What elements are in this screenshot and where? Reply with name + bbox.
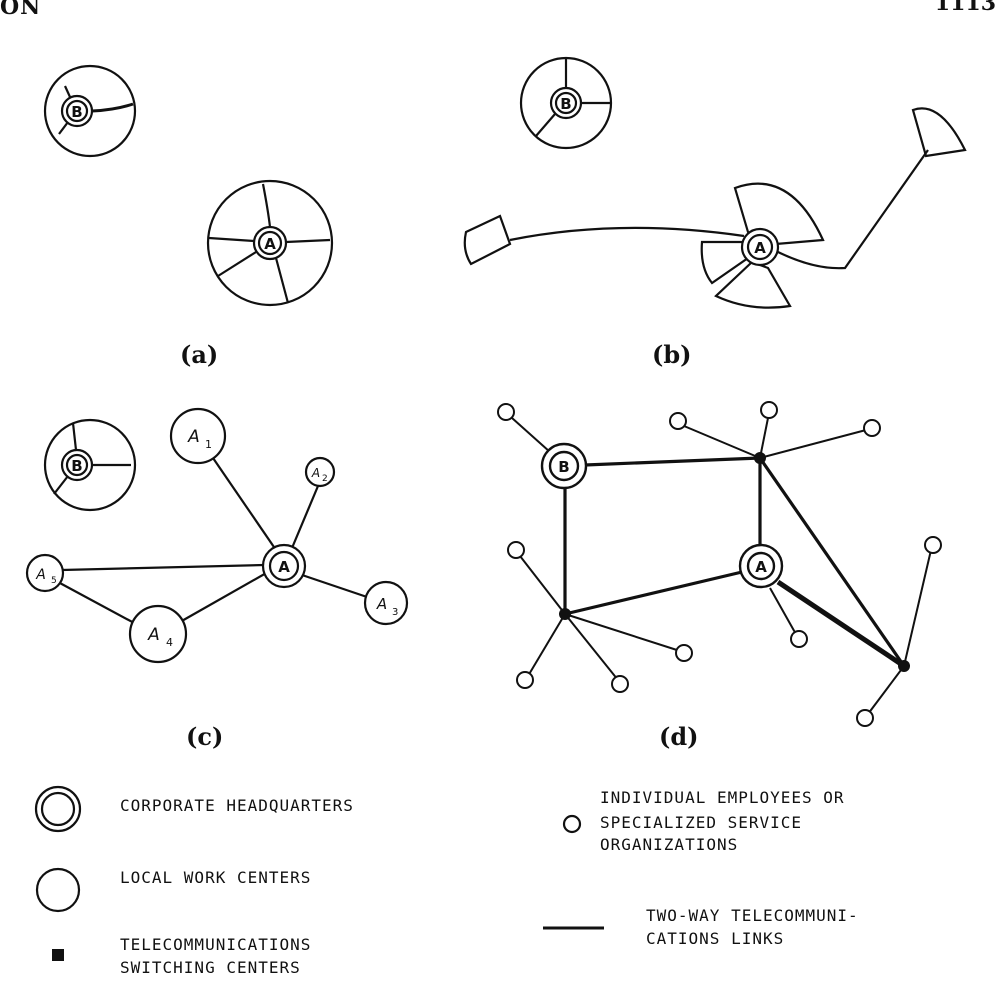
hq-b-c: B xyxy=(43,418,137,512)
hq-a-b: A xyxy=(463,107,967,309)
legend-links-label-1: TWO-WAY TELECOMMUNI- xyxy=(646,906,859,925)
legend-hq-label: CORPORATE HEADQUARTERS xyxy=(120,796,354,815)
hq-b-d: B xyxy=(540,442,588,490)
trunk-links xyxy=(563,456,906,669)
local-center-a3: A 3 xyxy=(363,580,409,626)
svg-text:A: A xyxy=(376,595,387,613)
hq-a-a-letter: A xyxy=(264,235,276,253)
hq-b-d-letter: B xyxy=(558,458,569,476)
panel-c-label: (c) xyxy=(186,722,224,751)
svg-text:A: A xyxy=(311,466,320,480)
remote-office-left xyxy=(463,214,512,266)
local-center-a4: A 4 xyxy=(128,604,188,664)
hq-b-a: B xyxy=(43,64,137,158)
panel-b: B A xyxy=(463,56,967,309)
legend-local-label: LOCAL WORK CENTERS xyxy=(120,868,312,887)
hq-b-c-letter: B xyxy=(71,457,82,475)
legend-switching-label-1: TELECOMMUNICATIONS xyxy=(120,935,312,954)
svg-text:5: 5 xyxy=(51,576,57,586)
switching-center-node xyxy=(754,452,766,464)
legend-links-label-2: CATIONS LINKS xyxy=(646,929,785,948)
remote-link-right xyxy=(777,149,929,270)
legend-switching-symbol xyxy=(52,949,64,961)
switching-centers xyxy=(559,452,910,672)
legend-employees-label-3: ORGANIZATIONS xyxy=(600,835,739,854)
hq-a-c-letter: A xyxy=(278,558,290,576)
legend-switching-label-2: SWITCHING CENTERS xyxy=(120,958,301,977)
legend-hq-symbol xyxy=(34,785,82,833)
svg-text:3: 3 xyxy=(392,607,398,618)
hq-a-b-letter: A xyxy=(754,239,766,257)
page-header-left: ON xyxy=(0,0,42,20)
svg-text:4: 4 xyxy=(166,636,173,649)
hq-a-a: A xyxy=(206,179,334,307)
employee-spokes xyxy=(511,417,932,715)
legend-employee-symbol xyxy=(562,814,582,834)
page-header-right: 1113 xyxy=(934,0,996,16)
remote-link-left xyxy=(509,226,745,242)
svg-text:A: A xyxy=(187,427,200,447)
svg-text:A: A xyxy=(147,625,160,645)
remote-office-right xyxy=(911,107,967,158)
switching-center-node xyxy=(898,660,910,672)
svg-text:2: 2 xyxy=(322,474,328,484)
local-center-a2: A 2 xyxy=(304,456,336,488)
legend-local-symbol xyxy=(35,867,81,913)
hq-a-d-letter: A xyxy=(755,558,767,576)
hq-b-b-letter: B xyxy=(560,95,571,113)
panel-a-label: (a) xyxy=(180,340,219,369)
hq-b-b: B xyxy=(519,56,613,150)
panel-b-label: (b) xyxy=(652,340,692,369)
local-center-a1: A 1 xyxy=(169,407,227,465)
panel-a: B A xyxy=(43,64,334,307)
panel-d-label: (d) xyxy=(659,722,699,751)
svg-text:1: 1 xyxy=(205,438,212,451)
local-center-a5: A 5 xyxy=(25,553,65,593)
svg-text:A: A xyxy=(35,567,46,583)
hq-a-c: A xyxy=(261,543,307,589)
panel-c: B A A 1 A 2 A 3 xyxy=(25,407,409,664)
legend-employees-label-1: INDIVIDUAL EMPLOYEES OR xyxy=(600,788,845,807)
hq-b-a-letter: B xyxy=(71,103,82,121)
legend-employees-label-2: SPECIALIZED SERVICE xyxy=(600,813,803,832)
employee-nodes xyxy=(497,401,942,727)
legend-symbols xyxy=(34,785,604,961)
switching-center-node xyxy=(559,608,571,620)
panel-d: B A xyxy=(497,401,942,727)
hq-a-d: A xyxy=(738,543,784,589)
